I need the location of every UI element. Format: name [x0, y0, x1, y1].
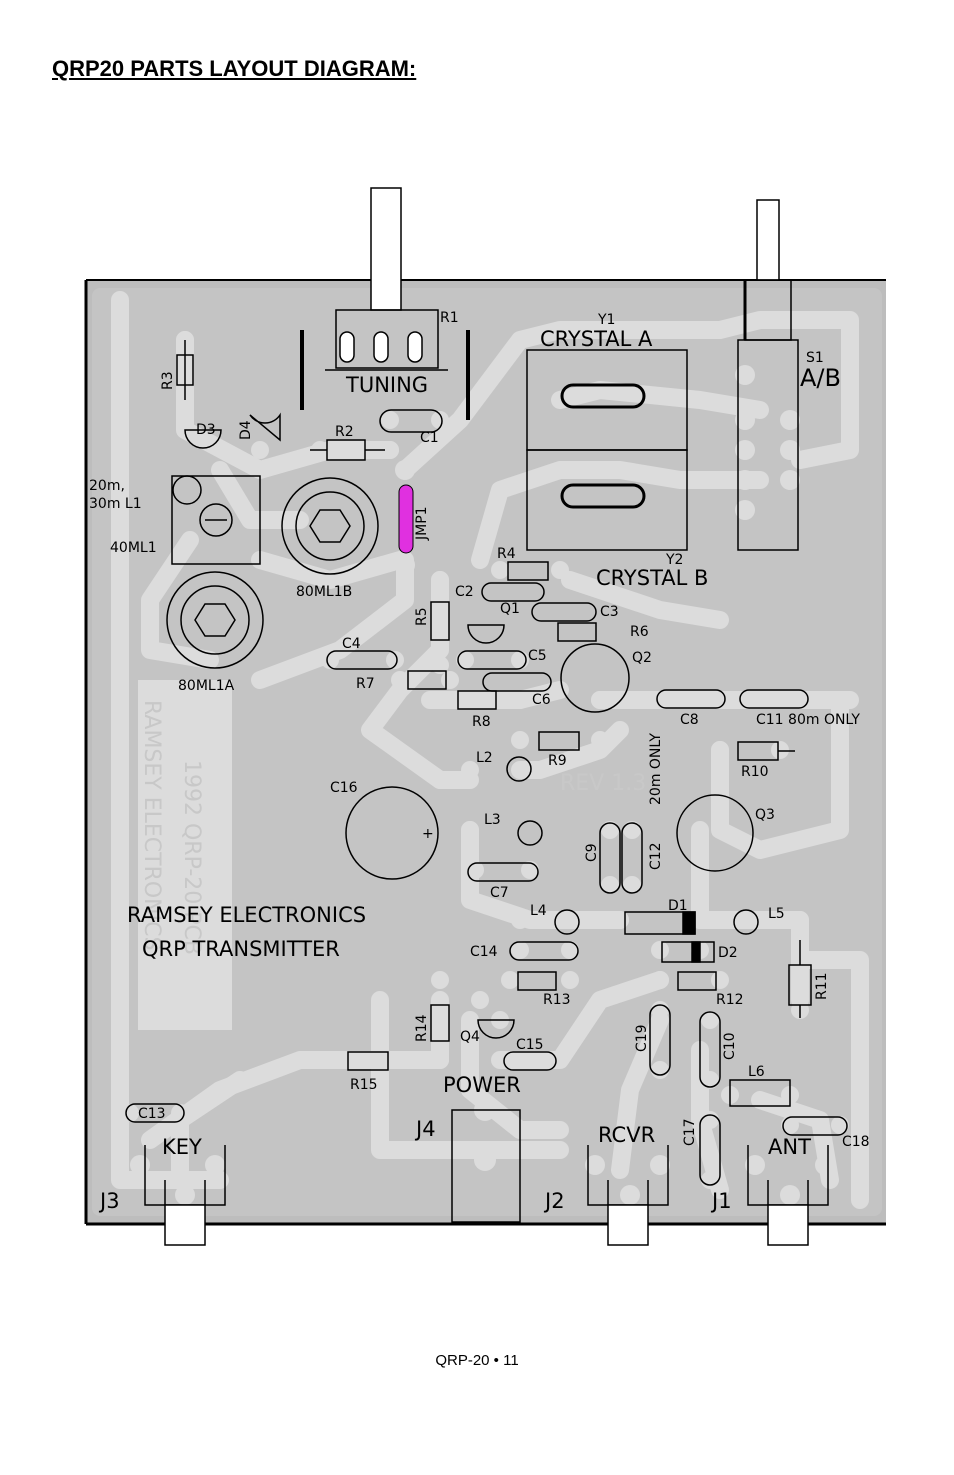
label-d3: D3 — [196, 422, 216, 438]
label-c12-note: 20m ONLY — [648, 733, 664, 805]
label-c2: C2 — [455, 584, 474, 600]
label-r5: R5 — [414, 607, 430, 626]
label-l5: L5 — [768, 906, 785, 922]
label-l4: L4 — [530, 903, 547, 919]
jumper-jmp1 — [398, 484, 414, 554]
label-r2: R2 — [335, 424, 354, 440]
label-80ml1b: 80ML1B — [296, 584, 352, 600]
label-d1: D1 — [668, 898, 688, 914]
label-s1: S1 — [806, 350, 824, 366]
ghost-text-ramsey: RAMSEY ELECTRONICS — [139, 700, 164, 950]
label-d2: D2 — [718, 945, 738, 961]
label-r10: R10 — [741, 764, 769, 780]
label-y2: Y2 — [665, 552, 683, 568]
label-r3: R3 — [160, 371, 176, 390]
label-q3: Q3 — [755, 807, 775, 823]
label-c14: C14 — [470, 944, 498, 960]
label-c16: C16 — [330, 780, 358, 796]
copper-ghost-text: RAMSEY ELECTRONICS 1992 QRP-20 PCB REV 1… — [139, 692, 646, 955]
label-l3: L3 — [484, 812, 501, 828]
label-l1-line2: 30m L1 — [89, 496, 142, 512]
label-tuning: TUNING — [345, 373, 428, 397]
label-c17: C17 — [682, 1118, 698, 1146]
label-c9: C9 — [584, 843, 600, 862]
label-c1: C1 — [420, 430, 439, 446]
label-d4: D4 — [238, 420, 254, 440]
label-q1: Q1 — [500, 601, 520, 617]
ghost-text-rev: REV 1.3 — [560, 771, 646, 796]
board-label-line1: RAMSEY ELECTRONICS — [127, 903, 366, 927]
page-title: QRP20 PARTS LAYOUT DIAGRAM: — [52, 56, 417, 81]
label-l2: L2 — [476, 750, 493, 766]
label-power: POWER — [443, 1073, 521, 1097]
label-crystal-a: CRYSTAL A — [540, 327, 653, 351]
label-l1-line1: 20m, — [89, 478, 125, 494]
label-c15: C15 — [516, 1037, 544, 1053]
label-r7: R7 — [356, 676, 375, 692]
component-outlines — [125, 187, 848, 1246]
label-c18: C18 — [842, 1134, 870, 1150]
label-ab: A/B — [800, 364, 841, 392]
label-y1: Y1 — [597, 312, 615, 328]
label-crystal-b: CRYSTAL B — [596, 566, 708, 590]
label-key: KEY — [162, 1135, 202, 1159]
label-r12: R12 — [716, 992, 744, 1008]
label-c13: C13 — [138, 1106, 166, 1122]
label-r4: R4 — [497, 546, 516, 562]
label-j3: J3 — [98, 1189, 120, 1213]
label-l6: L6 — [748, 1064, 765, 1080]
label-rcvr: RCVR — [598, 1123, 655, 1147]
label-c12: C12 — [648, 842, 664, 870]
label-j1: J1 — [710, 1189, 732, 1213]
label-j2: J2 — [543, 1189, 565, 1213]
label-ant: ANT — [768, 1135, 811, 1159]
label-c19: C19 — [634, 1024, 650, 1052]
label-r9: R9 — [548, 753, 567, 769]
ghost-text-pcb: 1992 QRP-20 PCB — [179, 760, 204, 955]
label-c11: C11 80m ONLY — [756, 712, 860, 728]
label-r6: R6 — [630, 624, 649, 640]
page-footer: QRP-20 • 11 — [435, 1352, 519, 1369]
label-r15: R15 — [350, 1077, 378, 1093]
label-c5: C5 — [528, 648, 547, 664]
label-q4: Q4 — [460, 1029, 480, 1045]
label-r14: R14 — [414, 1014, 430, 1042]
c16-plus-sign: + — [422, 826, 434, 842]
label-c10: C10 — [722, 1032, 738, 1060]
label-jmp1: JMP1 — [414, 506, 430, 541]
label-40ml1: 40ML1 — [110, 540, 157, 556]
label-c6: C6 — [532, 692, 551, 708]
label-j4: J4 — [414, 1117, 436, 1141]
board-label-line2: QRP TRANSMITTER — [142, 937, 340, 961]
label-c8: C8 — [680, 712, 699, 728]
label-r8: R8 — [472, 714, 491, 730]
label-r11: R11 — [814, 972, 830, 1000]
label-q2: Q2 — [632, 650, 652, 666]
label-r1: R1 — [440, 310, 459, 326]
label-c3: C3 — [600, 604, 619, 620]
label-c7: C7 — [490, 885, 509, 901]
label-r13: R13 — [543, 992, 571, 1008]
label-80ml1a: 80ML1A — [178, 678, 235, 694]
component-labels: R1 TUNING R3 D3 D4 R2 C1 Y1 CRYSTAL A S1… — [89, 310, 870, 1213]
label-c4: C4 — [342, 636, 361, 652]
